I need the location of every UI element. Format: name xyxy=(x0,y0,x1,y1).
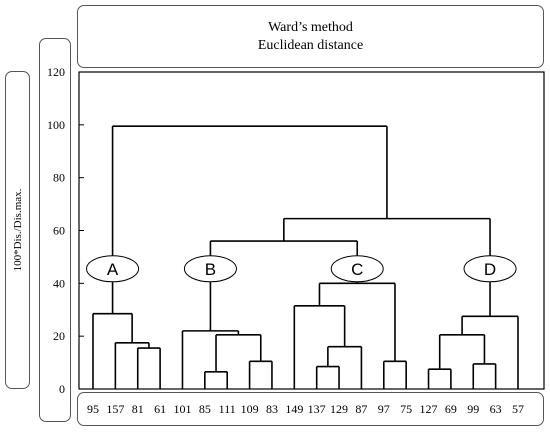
cluster-label: B xyxy=(205,260,216,279)
cluster-label: D xyxy=(484,260,496,279)
cluster-label-ellipse xyxy=(86,255,140,283)
y-tick-box xyxy=(39,38,71,422)
x-tick-label: 97 xyxy=(378,402,390,416)
x-tick-label: 57 xyxy=(512,402,524,416)
x-tick-label: 149 xyxy=(285,402,303,416)
chart-subtitle: Euclidean distance xyxy=(257,37,364,53)
y-tick-label: 100 xyxy=(47,118,65,132)
x-tick-label: 157 xyxy=(106,402,124,416)
cluster-label: A xyxy=(107,260,119,279)
x-tick-label: 111 xyxy=(219,402,236,416)
y-tick-label: 80 xyxy=(53,171,65,185)
x-tick-label: 69 xyxy=(445,402,457,416)
x-tick-label: 83 xyxy=(266,402,278,416)
cluster-label-ellipse xyxy=(330,255,384,283)
x-tick-label: 61 xyxy=(154,402,166,416)
x-tick-label: 99 xyxy=(467,402,479,416)
x-tick-label: 63 xyxy=(490,402,502,416)
y-tick-label: 60 xyxy=(53,224,65,238)
x-tick-label: 81 xyxy=(132,402,144,416)
y-axis-label-box: 100*Dis./Dis.max. xyxy=(5,71,30,389)
x-tick-label: 75 xyxy=(400,402,412,416)
x-tick-label: 127 xyxy=(420,402,438,416)
chart-title: Ward’s method xyxy=(268,19,353,35)
cluster-label: C xyxy=(351,260,363,279)
y-tick-label: 120 xyxy=(47,65,65,79)
cluster-label-ellipse xyxy=(463,255,517,283)
x-tick-label: 85 xyxy=(199,402,211,416)
x-tick-label: 87 xyxy=(355,402,367,416)
plot-frame xyxy=(78,71,545,390)
chart-title-box: Ward’s method Euclidean distance xyxy=(77,5,544,68)
x-tick-label: 129 xyxy=(330,402,348,416)
x-tick-label: 137 xyxy=(308,402,326,416)
x-tick-label: 95 xyxy=(87,402,99,416)
cluster-label-ellipse xyxy=(183,255,237,283)
y-tick-label: 20 xyxy=(53,329,65,343)
y-tick-label: 40 xyxy=(53,276,65,290)
x-tick-box xyxy=(77,392,544,426)
x-tick-label: 109 xyxy=(241,402,259,416)
y-tick-label: 0 xyxy=(59,382,65,396)
x-tick-label: 101 xyxy=(173,402,191,416)
